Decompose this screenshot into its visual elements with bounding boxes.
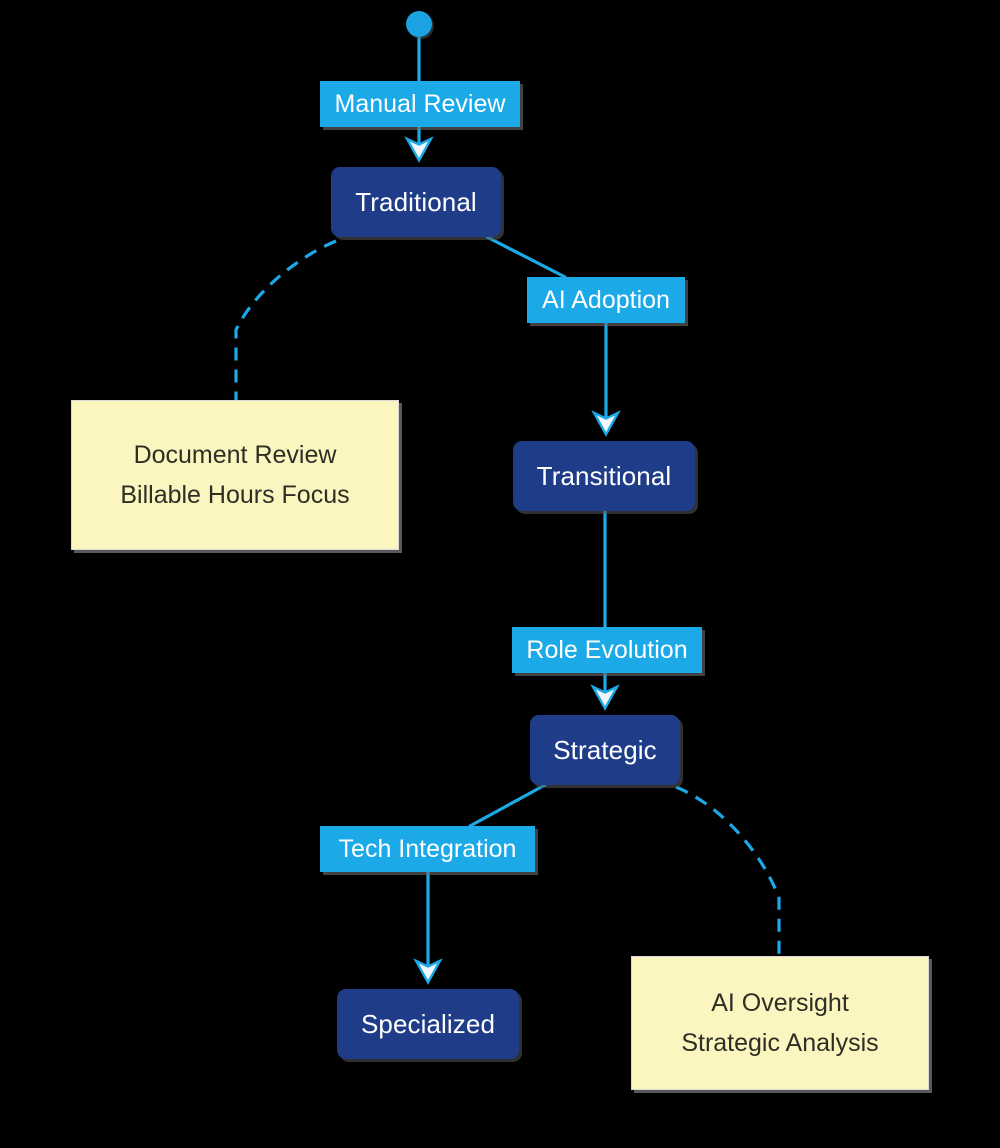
edge-label-manual-review[interactable]: Manual Review (320, 81, 520, 127)
edge-strategic-techintegration (468, 783, 547, 828)
node-specialized-label: Specialized (360, 1008, 496, 1039)
edge-label-tech-integration[interactable]: Tech Integration (320, 826, 535, 872)
note-strategic-line-1: AI Oversight (711, 988, 849, 1017)
edge-traditional-aiadoption (485, 235, 567, 279)
note-strategic: AI Oversight Strategic Analysis (631, 956, 929, 1090)
note-traditional-line-1: Document Review (133, 440, 337, 469)
node-transitional-label: Transitional (536, 460, 672, 491)
note-traditional: Document Review Billable Hours Focus (71, 400, 399, 550)
note-traditional-line-2: Billable Hours Focus (120, 481, 350, 509)
edge-label-role-evolution-text: Role Evolution (526, 635, 688, 664)
note-strategic-line-2: Strategic Analysis (681, 1029, 879, 1057)
start-node[interactable] (406, 11, 432, 37)
node-specialized[interactable]: Specialized (337, 989, 519, 1059)
node-strategic[interactable]: Strategic (530, 715, 680, 785)
node-strategic-label: Strategic (553, 734, 657, 765)
edge-label-ai-adoption[interactable]: AI Adoption (527, 277, 685, 323)
edge-traditional-note-dashed (234, 239, 337, 400)
edge-label-manual-review-text: Manual Review (334, 89, 506, 118)
edge-label-ai-adoption-text: AI Adoption (542, 285, 670, 314)
node-traditional-label: Traditional (355, 186, 477, 217)
edge-label-tech-integration-text: Tech Integration (338, 834, 517, 863)
node-transitional[interactable]: Transitional (513, 441, 695, 511)
edge-strategic-note-dashed (675, 785, 781, 956)
edge-label-role-evolution[interactable]: Role Evolution (512, 627, 702, 673)
node-traditional[interactable]: Traditional (331, 167, 501, 237)
